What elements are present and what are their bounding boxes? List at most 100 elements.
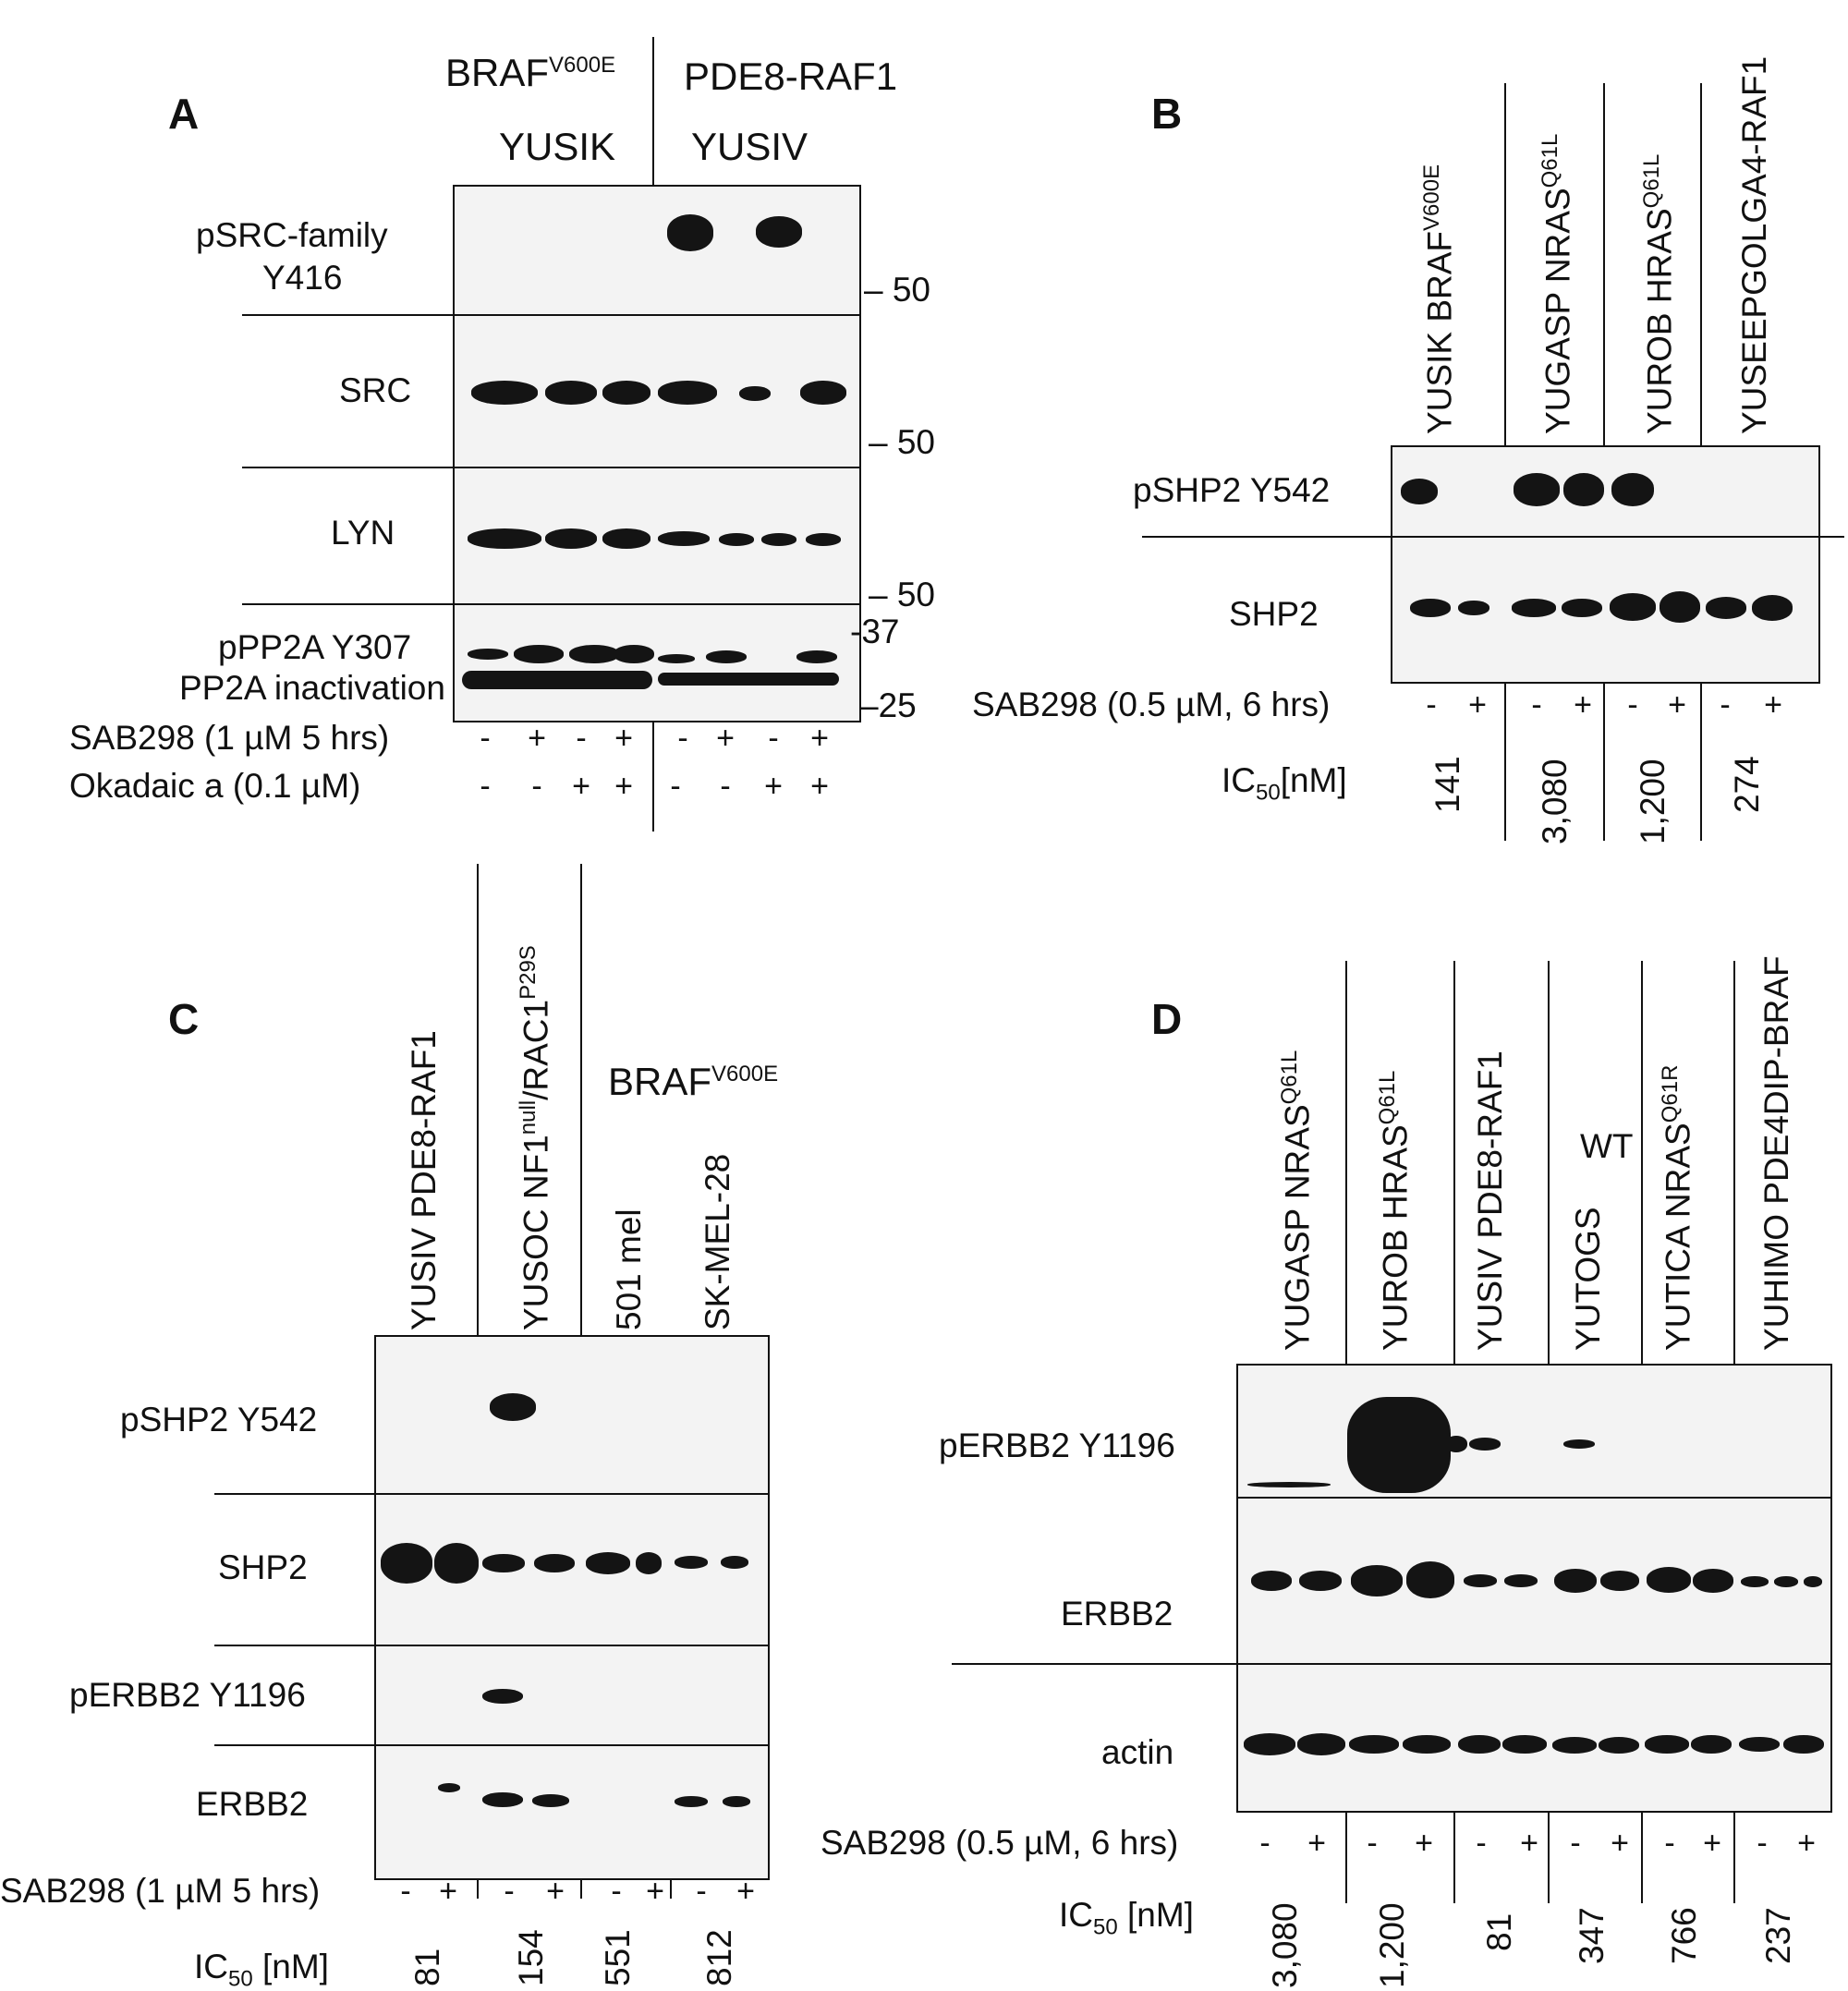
panel-d-row-label: pERBB2 Y1196 bbox=[939, 1426, 1175, 1464]
band bbox=[1562, 599, 1602, 617]
treatment-mark: - bbox=[400, 1874, 411, 1909]
band bbox=[434, 1543, 479, 1584]
band bbox=[719, 533, 754, 546]
band bbox=[1660, 591, 1700, 623]
band bbox=[1445, 1436, 1467, 1452]
treatment-mark: + bbox=[810, 769, 829, 804]
treatment-mark: - bbox=[720, 769, 731, 804]
band bbox=[602, 381, 650, 405]
band bbox=[1247, 1482, 1331, 1487]
band bbox=[761, 533, 796, 546]
band bbox=[545, 528, 597, 549]
ic50-value: 81 bbox=[1480, 1912, 1518, 1951]
ic50-value: 237 bbox=[1759, 1907, 1797, 1964]
band bbox=[462, 671, 652, 689]
treatment-mark: + bbox=[614, 769, 633, 804]
panel-a-label: A bbox=[168, 90, 200, 138]
band bbox=[1251, 1571, 1292, 1591]
band bbox=[482, 1554, 525, 1572]
band bbox=[545, 381, 597, 405]
treatment-mark: + bbox=[1611, 1826, 1629, 1861]
panel-d-row-label: ERBB2 bbox=[1061, 1595, 1173, 1633]
treatment-mark: + bbox=[1668, 687, 1686, 722]
panel-d-lane-label: YUROB HRASQ61L bbox=[1375, 1070, 1415, 1351]
band bbox=[482, 1689, 523, 1704]
band bbox=[1297, 1733, 1345, 1755]
treatment-mark: - bbox=[1426, 687, 1437, 722]
mw-marker: –25 bbox=[859, 686, 917, 724]
treatment-mark: - bbox=[1664, 1826, 1675, 1861]
band bbox=[658, 654, 695, 663]
band bbox=[723, 1796, 750, 1807]
panel-b-ic50-label: IC50[nM] bbox=[1222, 761, 1347, 806]
ic50-value: 81 bbox=[408, 1948, 446, 1986]
band bbox=[1351, 1565, 1403, 1596]
mw-marker: – 50 bbox=[869, 423, 936, 461]
panel-d-lane-label: YUTICA NRASQ61R bbox=[1658, 1064, 1697, 1351]
treatment-mark: - bbox=[696, 1874, 707, 1909]
band bbox=[471, 381, 538, 405]
panel-c-row-divider bbox=[214, 1493, 770, 1495]
panel-d-lane-label: YUGASP NRASQ61L bbox=[1277, 1050, 1317, 1351]
ic50-value: 347 bbox=[1573, 1907, 1611, 1964]
band bbox=[1611, 473, 1654, 506]
panel-b-treatment-label: SAB298 (0.5 µM, 6 hrs) bbox=[972, 686, 1331, 723]
panel-c-treatment-label: SAB298 (1 µM 5 hrs) bbox=[0, 1872, 321, 1910]
treatment-mark: - bbox=[1367, 1826, 1378, 1861]
band bbox=[1464, 1574, 1497, 1587]
ic50-value: 551 bbox=[599, 1929, 637, 1986]
panel-a-blot bbox=[453, 185, 861, 722]
panel-d-label: D bbox=[1151, 995, 1183, 1043]
ic50-value: 766 bbox=[1665, 1907, 1703, 1964]
panel-c-lane-label: 501 mel bbox=[610, 1208, 648, 1330]
band bbox=[1804, 1576, 1822, 1587]
treatment-mark: - bbox=[1476, 1826, 1487, 1861]
band bbox=[1552, 1737, 1597, 1754]
band bbox=[675, 1796, 708, 1807]
band bbox=[675, 1556, 708, 1569]
band bbox=[1706, 597, 1746, 619]
treatment-mark: + bbox=[1797, 1826, 1816, 1861]
panel-c-row-divider bbox=[214, 1744, 770, 1746]
treatment-mark: + bbox=[736, 1874, 755, 1909]
panel-b-row-label: pSHP2 Y542 bbox=[1133, 471, 1331, 509]
treatment-mark: + bbox=[546, 1874, 565, 1909]
band bbox=[1512, 599, 1556, 617]
panel-a-treatment-label: Okadaic a (0.1 µM) bbox=[69, 767, 361, 805]
band bbox=[706, 650, 747, 663]
band bbox=[532, 1794, 569, 1807]
treatment-mark: - bbox=[1627, 687, 1638, 722]
mw-marker: – 50 bbox=[869, 576, 936, 613]
band bbox=[1458, 1735, 1501, 1754]
panel-d-row-divider bbox=[1236, 1497, 1832, 1499]
band bbox=[1403, 1735, 1451, 1754]
band bbox=[1610, 593, 1656, 621]
ic50-value: 1,200 bbox=[1634, 759, 1672, 844]
panel-c-ic50-label: IC50 [nM] bbox=[194, 1948, 329, 1991]
treatment-mark: + bbox=[528, 721, 546, 756]
panel-d-lane-label: YUTOGS bbox=[1569, 1207, 1607, 1351]
treatment-mark: + bbox=[646, 1874, 664, 1909]
panel-a-row-label: LYN bbox=[331, 514, 395, 552]
ic50-value: 3,080 bbox=[1266, 1902, 1304, 1988]
panel-a-group1-cell: YUSIK bbox=[499, 125, 616, 168]
band bbox=[1752, 595, 1793, 621]
treatment-mark: + bbox=[1574, 687, 1592, 722]
panel-b-lane-label: YUGASP NRASQ61L bbox=[1538, 133, 1577, 434]
band bbox=[1774, 1576, 1798, 1587]
band bbox=[658, 531, 710, 546]
ic50-value: 154 bbox=[512, 1929, 550, 1986]
treatment-mark: + bbox=[810, 721, 829, 756]
panel-c-row-label: pSHP2 Y542 bbox=[120, 1401, 318, 1439]
panel-c-blot bbox=[374, 1335, 770, 1880]
band bbox=[1563, 473, 1604, 506]
panel-a-group2-genotype: PDE8-RAF1 bbox=[684, 55, 898, 98]
band bbox=[1693, 1569, 1733, 1593]
mw-marker: – 50 bbox=[864, 271, 931, 309]
treatment-mark: + bbox=[716, 721, 735, 756]
band bbox=[800, 381, 846, 405]
panel-d-row-divider bbox=[952, 1663, 1832, 1665]
band bbox=[1458, 601, 1489, 615]
panel-c-row-divider bbox=[214, 1645, 770, 1646]
ic50-value: 141 bbox=[1429, 756, 1466, 813]
